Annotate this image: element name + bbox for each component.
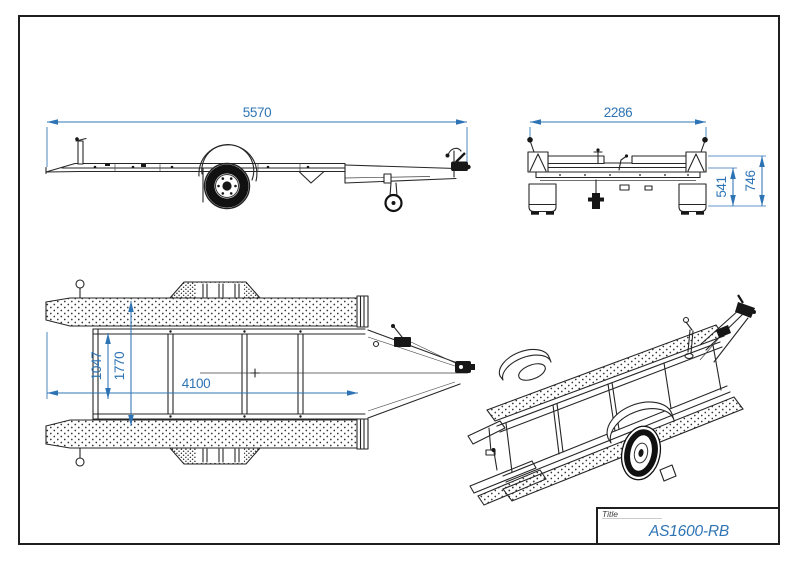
fender-plan-top <box>168 281 262 299</box>
dim-overall-width: 2286 <box>529 105 707 138</box>
jockey-wheel <box>384 182 403 213</box>
rear-center-fittings <box>593 148 629 171</box>
drawbar-plan <box>367 324 475 419</box>
iso-ramp-far <box>467 420 506 445</box>
dim-overall-height: 746 <box>708 155 766 207</box>
iso-frame <box>496 341 731 483</box>
rear-fender-right <box>678 137 708 215</box>
iso-fender-far <box>498 348 552 381</box>
iso-drawbar <box>682 294 756 363</box>
trailer-bed <box>45 162 346 184</box>
track-bottom <box>45 419 359 449</box>
rear-jack <box>588 179 604 209</box>
iso-track-far <box>486 324 725 422</box>
fender-plan-bottom <box>168 447 262 465</box>
dim-text-inner-width: 1047 <box>89 352 104 380</box>
title-block: Title AS1600-RB <box>596 507 780 545</box>
sheet-border <box>18 15 780 545</box>
dim-text-overall-height: 746 <box>743 170 758 191</box>
track-top <box>45 297 359 327</box>
dim-inner-width: 1047 <box>89 333 111 399</box>
frame-plan <box>92 328 468 420</box>
top-view: 4100 1047 1770 <box>45 279 475 467</box>
dim-overall-length: 5570 <box>46 105 468 171</box>
side-view: 5570 <box>45 105 471 213</box>
isometric-view <box>467 294 756 506</box>
rear-side-rail-right <box>631 155 689 165</box>
track-end-bands <box>356 295 369 450</box>
dim-deck-height: 541 <box>708 167 737 206</box>
rear-fender-left <box>527 137 557 215</box>
wheel-side <box>198 144 258 210</box>
drawbar-side <box>344 164 457 184</box>
dim-bed-length: 4100 <box>46 332 358 399</box>
dim-text-bed-length: 4100 <box>182 376 210 391</box>
iso-stanchions <box>485 427 498 471</box>
tow-hook-top <box>75 279 85 299</box>
dim-text-frame-width: 1770 <box>112 352 127 380</box>
title-block-value: AS1600-RB <box>648 523 729 540</box>
dim-frame-width: 1770 <box>112 301 134 426</box>
title-block-label: Title <box>602 509 618 519</box>
dim-text-deck-height: 541 <box>714 176 729 197</box>
dim-text-overall-length: 5570 <box>243 105 271 120</box>
rear-view: 2286 <box>527 105 766 215</box>
iso-wheel-near <box>606 401 677 482</box>
winch-post <box>75 137 87 165</box>
coupler-side <box>445 147 471 178</box>
dim-text-overall-width: 2286 <box>604 105 632 120</box>
rear-side-rail-left <box>547 155 605 165</box>
tow-hook-bottom <box>75 447 85 467</box>
